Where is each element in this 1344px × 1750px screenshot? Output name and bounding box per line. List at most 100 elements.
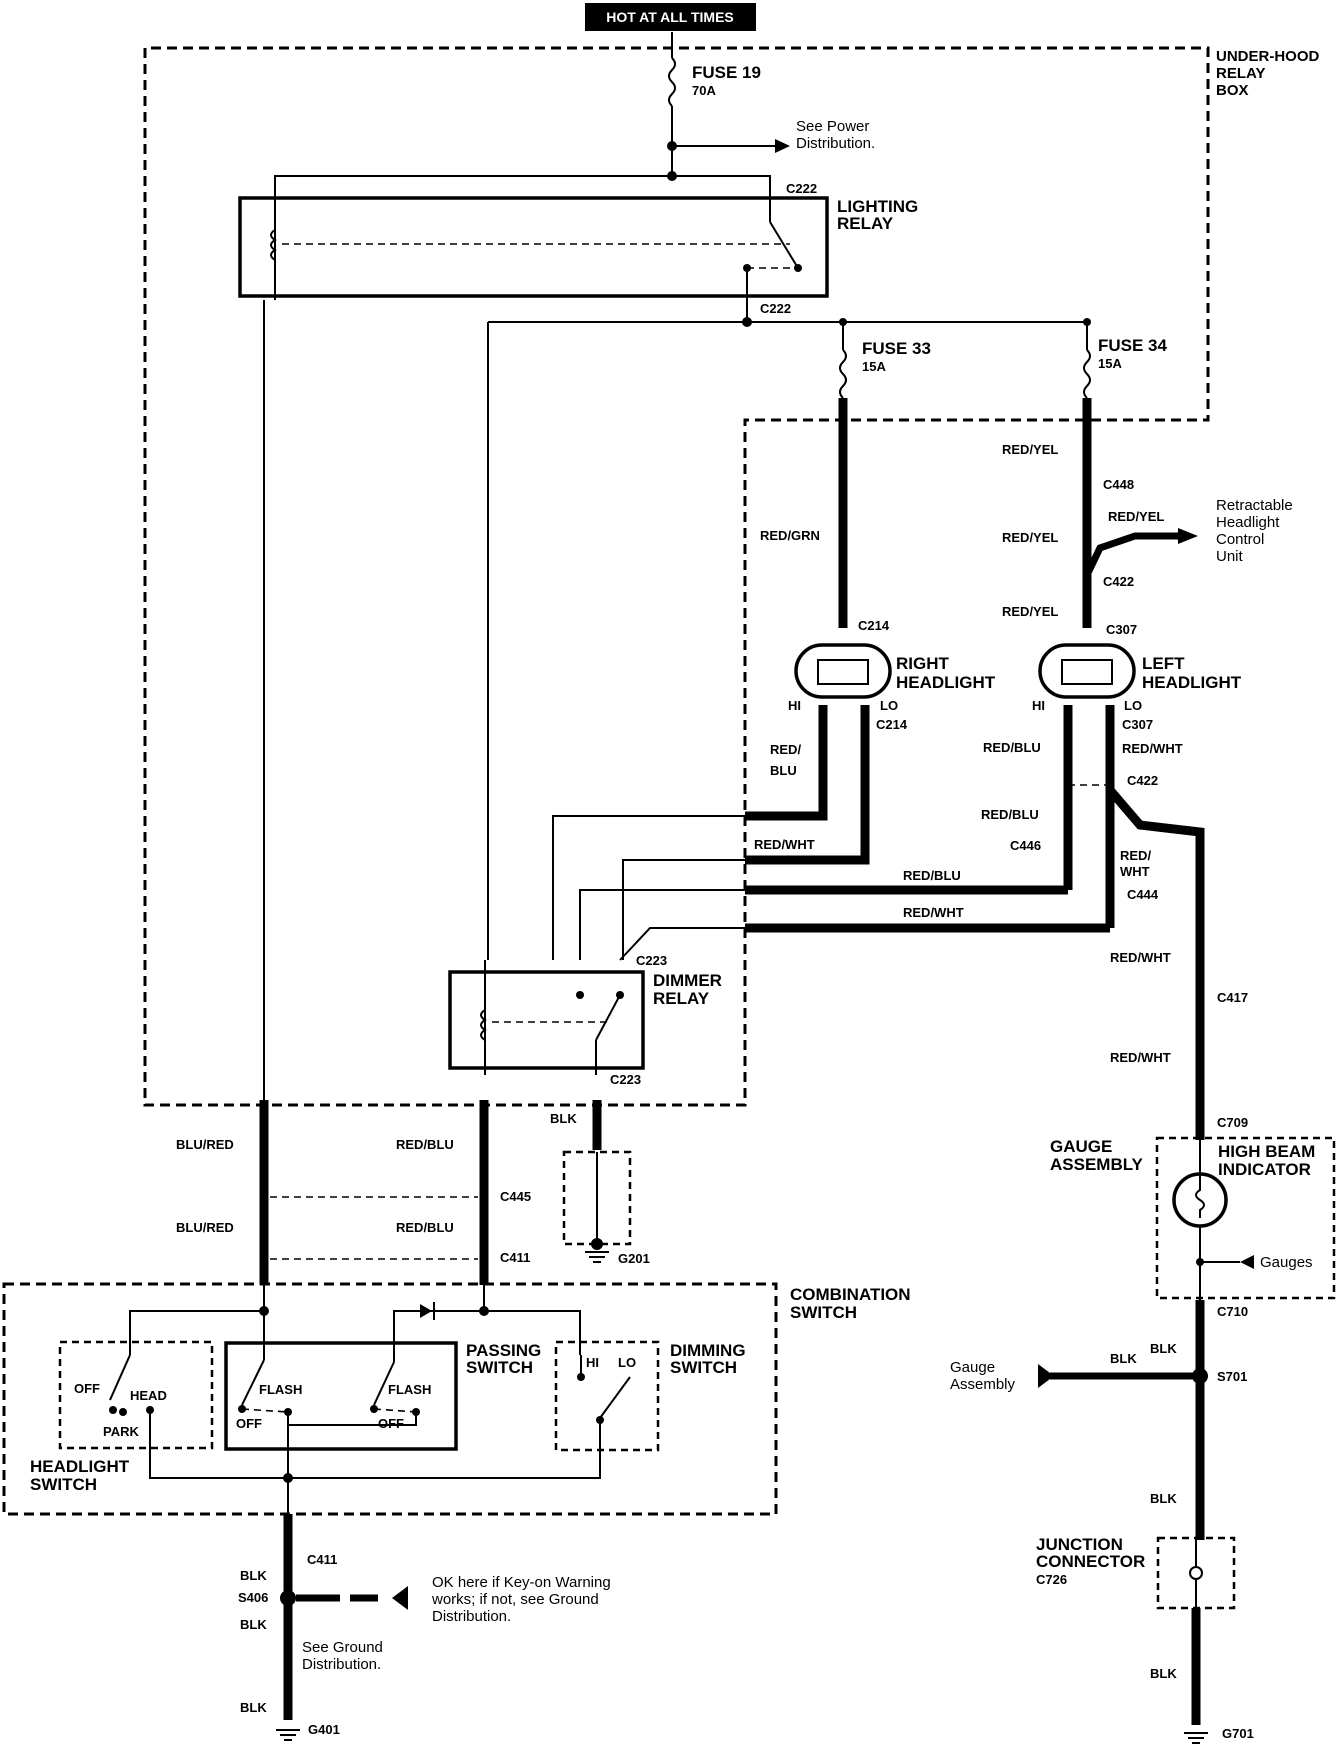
fuse34-name: FUSE 34 [1098, 336, 1168, 355]
combination-switch-label-2: SWITCH [790, 1303, 857, 1322]
power-dist-arrow [775, 139, 790, 153]
high-beam-label-2: INDICATOR [1218, 1160, 1311, 1179]
relay-box-label-2: RELAY [1216, 65, 1265, 82]
red-yel-label-1: RED/YEL [1002, 442, 1058, 457]
c214-bottom-label: C214 [876, 717, 908, 732]
fuse34-symbol [1083, 349, 1091, 399]
left-red-wht-label: RED/WHT [1122, 741, 1183, 756]
hot-banner: HOT AT ALL TIMES [606, 9, 734, 25]
off-label-1: OFF [236, 1416, 262, 1431]
c307-top-label: C307 [1106, 622, 1137, 637]
dimming-hi-label: HI [586, 1355, 599, 1370]
headlight-off-label: OFF [74, 1381, 100, 1396]
right-hi-wire [745, 705, 828, 821]
relay-box-label-3: BOX [1216, 82, 1249, 99]
dimmer-blk-label: BLK [550, 1111, 577, 1126]
indicator-red-wht-label-1: RED/WHT [1110, 950, 1171, 965]
combination-switch [2, 1282, 778, 1516]
c448-label: C448 [1103, 477, 1134, 492]
g401-label: G401 [308, 1722, 340, 1737]
headlight-park-dot [119, 1408, 127, 1416]
dimmer-contact-lo [616, 991, 624, 999]
gauge-blk-label-3: BLK [1150, 1491, 1177, 1506]
junction-label-1: JUNCTION [1036, 1535, 1123, 1554]
fuse33-rating: 15A [862, 359, 886, 374]
dimmer-blade [595, 994, 621, 1041]
passing-dimming-feed [393, 1310, 581, 1355]
junction-label-3: C726 [1036, 1572, 1067, 1587]
gauge-asm-ext-label-2: Assembly [950, 1376, 1016, 1393]
c411-bottom-label: C411 [307, 1552, 337, 1567]
c307-bottom-label: C307 [1122, 717, 1153, 732]
left-red-blu-label: RED/BLU [983, 740, 1041, 755]
gauges-label: Gauges [1260, 1254, 1313, 1271]
c444-label: C444 [1127, 887, 1159, 902]
g401-symbol [276, 1729, 300, 1741]
red-grn-label: RED/GRN [760, 528, 820, 543]
lighting-relay-label-2: RELAY [837, 214, 894, 233]
fuse33-symbol [839, 349, 847, 399]
headlight-switch-label-1: HEADLIGHT [30, 1457, 130, 1476]
dimmer-contact-hi [576, 991, 584, 999]
left-wht-label: WHT [1120, 864, 1150, 879]
left-red-slash-label: RED/ [1120, 848, 1151, 863]
fuse19-rating: 70A [692, 83, 716, 98]
ground-note-2: works; if not, see Ground [431, 1591, 599, 1608]
headlight-switch-out [149, 1410, 288, 1479]
fuse33-name: FUSE 33 [862, 339, 931, 358]
passing-switch [224, 1341, 458, 1451]
dimming-switch [554, 1340, 660, 1452]
right-lo-label: LO [880, 698, 898, 713]
combo-blk-label-3: BLK [240, 1700, 267, 1715]
indicator-feed-wire [1106, 787, 1205, 1140]
gauge-blk-label-4: BLK [1150, 1666, 1177, 1681]
retract-label-3: Control [1216, 531, 1264, 548]
s406-arrow [392, 1586, 408, 1610]
c446-label: C446 [1010, 838, 1041, 853]
dimming-switch-label-2: SWITCH [670, 1358, 737, 1377]
g701-symbol [1184, 1732, 1208, 1744]
high-beam-filament [1195, 1182, 1205, 1218]
retract-label-1: Retractable [1216, 497, 1293, 514]
headlight-head-label: HEAD [130, 1388, 167, 1403]
c417-label: C417 [1217, 990, 1248, 1005]
passing-switch-label-1: PASSING [466, 1341, 541, 1360]
passing-switch-label-2: SWITCH [466, 1358, 533, 1377]
dimming-out-wire [288, 1420, 601, 1479]
gauge-assembly-label-2: ASSEMBLY [1050, 1155, 1144, 1174]
c222-bottom-label: C222 [760, 301, 791, 316]
relay-contact-dot [794, 264, 802, 272]
passing-right-blade [373, 1361, 395, 1406]
gauge-blk-label-1: BLK [1150, 1341, 1177, 1356]
dimmer-hi-out [579, 889, 745, 960]
off-label-2: OFF [378, 1416, 404, 1431]
dimming-lo-label: LO [618, 1355, 636, 1370]
blu-red-label-2: BLU/RED [176, 1220, 234, 1235]
gauge-asm-arrow [1038, 1364, 1054, 1388]
dimmer-hi-in [552, 815, 745, 960]
passing-right-link [373, 1408, 417, 1413]
gauges-arrow [1240, 1255, 1254, 1269]
gauge-blk-label-2: BLK [1110, 1351, 1137, 1366]
headlight-switch-feed [129, 1310, 264, 1355]
c214-top-label: C214 [858, 618, 890, 633]
retract-label-4: Unit [1216, 548, 1244, 565]
gauge-assembly [1155, 1136, 1336, 1300]
gauge-asm-ext-label-1: Gauge [950, 1359, 995, 1376]
right-hi-label: HI [788, 698, 801, 713]
red-blu-label-1: RED/BLU [396, 1137, 454, 1152]
left-hi-label: HI [1032, 698, 1045, 713]
passing-left-blade [241, 1359, 265, 1406]
ground-note-1: OK here if Key-on Warning [432, 1574, 611, 1591]
flash-label-1: FLASH [259, 1382, 302, 1397]
fuse34-rating: 15A [1098, 356, 1122, 371]
dimming-switch-label-1: DIMMING [670, 1341, 746, 1360]
dimmer-relay [448, 970, 645, 1070]
hot-banner-bg [585, 3, 756, 31]
c422-bottom-label: C422 [1127, 773, 1158, 788]
under-hood-relay-box [143, 46, 1210, 1107]
dimmer-coil [480, 1009, 487, 1041]
red-yel-label-3: RED/YEL [1002, 604, 1058, 619]
right-headlight-label-1: RIGHT [896, 654, 950, 673]
